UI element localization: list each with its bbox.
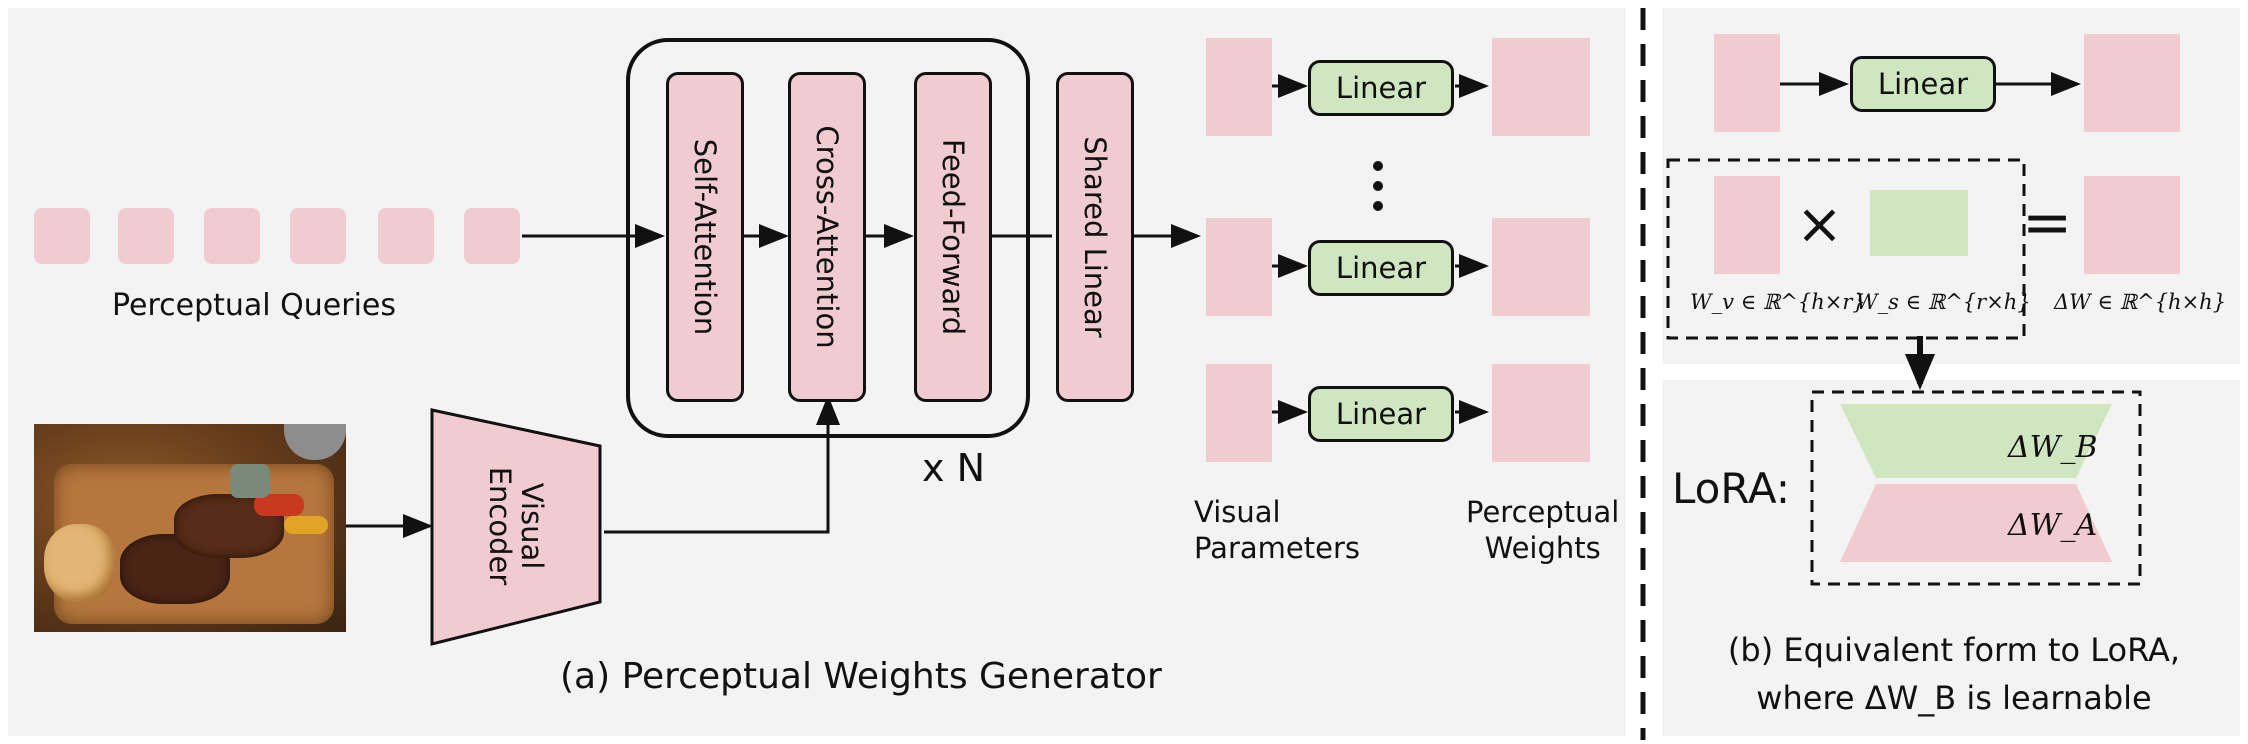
b-linear-block: Linear	[1850, 56, 1996, 112]
food-image	[34, 424, 346, 632]
delta-w-b-label: ΔW_B	[2008, 430, 2098, 465]
panel-a-caption: (a) Perceptual Weights Generator	[560, 656, 1162, 697]
wv-matrix	[1714, 176, 1780, 274]
lora-label: LoRA:	[1672, 464, 1790, 513]
b-input-square	[1714, 34, 1780, 132]
ws-label: W_s ∈ ℝ^{r×h}	[1856, 290, 2031, 314]
times-symbol: ×	[1796, 192, 1843, 257]
linear-block-3: Linear	[1308, 386, 1454, 442]
perceptual-query-2	[118, 208, 174, 264]
lora-b-trapezoid	[1840, 404, 2112, 478]
delta-w-a-label: ΔW_A	[2008, 508, 2098, 543]
perceptual-weight-2	[1492, 218, 1590, 316]
perceptual-weight-3	[1492, 364, 1590, 462]
b-output-square	[2084, 34, 2180, 132]
visual-parameter-1	[1206, 38, 1272, 136]
perceptual-query-1	[34, 208, 90, 264]
visual-encoder-label: Visual Encoder	[483, 466, 549, 586]
delta-w-matrix	[2084, 176, 2180, 274]
perceptual-weight-1	[1492, 38, 1590, 136]
perceptual-query-6	[464, 208, 520, 264]
visual-parameter-3	[1206, 364, 1272, 462]
visual-parameters-label: Visual Parameters	[1194, 495, 1360, 565]
shared-linear-block: Shared Linear	[1056, 72, 1134, 402]
equals-symbol: =	[2022, 188, 2073, 258]
ws-matrix	[1870, 190, 1968, 256]
perceptual-query-4	[290, 208, 346, 264]
feed-forward-block: Feed-Forward	[914, 72, 992, 402]
perceptual-queries-label: Perceptual Queries	[112, 288, 397, 323]
perceptual-query-5	[378, 208, 434, 264]
delta-w-label: ΔW ∈ ℝ^{h×h}	[2054, 290, 2227, 314]
cross-attention-block: Cross-Attention	[788, 72, 866, 402]
wv-label: W_v ∈ ℝ^{h×r}	[1690, 290, 1866, 314]
repeat-n-label: x N	[922, 446, 985, 490]
lora-a-trapezoid	[1840, 484, 2112, 562]
perceptual-query-3	[204, 208, 260, 264]
panel-b-caption: (b) Equivalent form to LoRA, where ΔW_B …	[1727, 631, 2181, 717]
self-attention-block: Self-Attention	[666, 72, 744, 402]
visual-parameter-2	[1206, 218, 1272, 316]
perceptual-weights-label: Perceptual Weights	[1466, 495, 1620, 565]
linear-block-2: Linear	[1308, 240, 1454, 296]
linear-block-1: Linear	[1308, 60, 1454, 116]
